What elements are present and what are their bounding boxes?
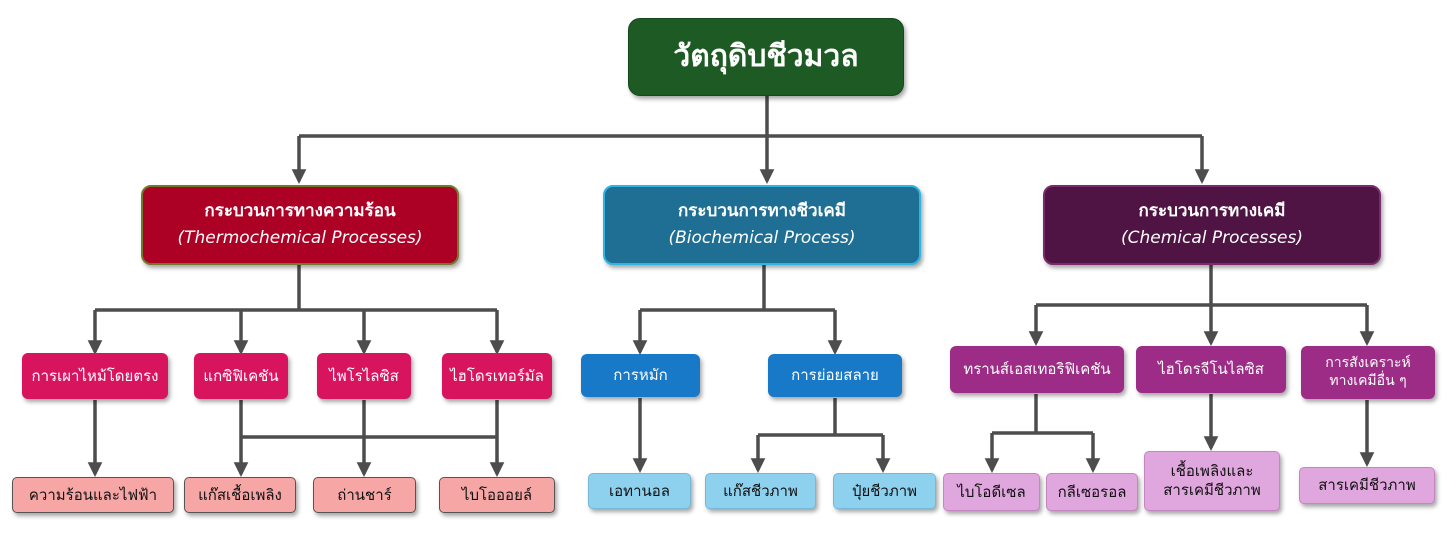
product-glycerol: กลีเซอรอล: [1046, 473, 1138, 511]
process-pyrolysis-label: ไพโรไลซิส: [329, 366, 399, 385]
process-direct-combustion: การเผาไหม้โดยตรง: [22, 353, 168, 399]
category-chemical: กระบวนการทางเคมี (Chemical Processes): [1043, 185, 1381, 265]
chem-subtitle: (Chemical Processes): [1120, 228, 1304, 248]
product-biofertilizer: ปุ๋ยชีวภาพ: [833, 473, 936, 509]
product-fuel-gas-label: แก๊สเชื้อเพลิง: [198, 485, 282, 504]
process-composting: การหมัก: [581, 354, 700, 397]
product-glycerol-label: กลีเซอรอล: [1057, 482, 1127, 501]
product-fuel-gas: แก๊สเชื้อเพลิง: [184, 477, 296, 513]
process-hydrogenolysis-label: ไฮโดรจีโนไลซิส: [1158, 360, 1264, 379]
bio-title: กระบวนการทางชีวเคมี: [677, 200, 846, 221]
product-heat-power-label: ความร้อนและไฟฟ้า: [28, 485, 158, 504]
product-ethanol-label: เอทานอล: [609, 481, 670, 500]
chem-title: กระบวนการทางเคมี: [1138, 200, 1286, 221]
product-biochemicals-label: สารเคมีชีวภาพ: [1318, 476, 1416, 495]
product-biogas: แก๊สชีวภาพ: [705, 473, 816, 509]
process-gasification: แกซิฟิเคชัน: [194, 353, 288, 399]
product-char-label: ถ่านชาร์: [337, 485, 392, 504]
product-biodiesel-label: ไบโอดีเซล: [957, 482, 1026, 501]
root-label: วัตถุดิบชีวมวล: [673, 39, 859, 75]
process-transesterification-label: ทรานส์เอสเทอริฟิเคชัน: [963, 360, 1111, 379]
category-biochemical: กระบวนการทางชีวเคมี (Biochemical Process…: [603, 185, 921, 265]
process-hydrogenolysis: ไฮโดรจีโนไลซิส: [1136, 346, 1286, 393]
thermo-title: กระบวนการทางความร้อน: [204, 200, 396, 221]
process-hydrothermal-label: ไฮโดรเทอร์มัล: [450, 366, 544, 385]
thermo-subtitle: (Thermochemical Processes): [177, 228, 423, 248]
product-biochemicals: สารเคมีชีวภาพ: [1299, 467, 1435, 504]
process-pyrolysis: ไพโรไลซิส: [317, 353, 411, 399]
process-digestion: การย่อยสลาย: [768, 354, 902, 397]
product-fuel-chemicals-line2: สารเคมีชีวภาพ: [1163, 481, 1261, 499]
process-other-synthesis: การสังเคราะห์ ทางเคมีอื่น ๆ: [1301, 346, 1435, 399]
process-other-synthesis-line2: ทางเคมีอื่น ๆ: [1329, 372, 1407, 389]
product-fuel-chemicals: เชื้อเพลิงและ สารเคมีชีวภาพ: [1144, 451, 1280, 511]
process-other-synthesis-line1: การสังเคราะห์: [1325, 355, 1411, 371]
process-composting-label: การหมัก: [613, 366, 668, 385]
product-bio-oil: ไบโอออยล์: [439, 477, 555, 513]
process-gasification-label: แกซิฟิเคชัน: [203, 366, 279, 385]
product-heat-power: ความร้อนและไฟฟ้า: [12, 477, 174, 513]
product-bio-oil-label: ไบโอออยล์: [461, 485, 533, 504]
process-transesterification: ทรานส์เอสเทอริฟิเคชัน: [950, 346, 1124, 393]
root-node: วัตถุดิบชีวมวล: [628, 18, 904, 96]
product-biofertilizer-label: ปุ๋ยชีวภาพ: [851, 481, 918, 500]
process-digestion-label: การย่อยสลาย: [791, 366, 879, 385]
process-direct-combustion-label: การเผาไหม้โดยตรง: [31, 366, 159, 385]
product-biogas-label: แก๊สชีวภาพ: [723, 481, 798, 500]
product-ethanol: เอทานอล: [588, 473, 691, 509]
bio-subtitle: (Biochemical Process): [668, 228, 856, 248]
product-char: ถ่านชาร์: [313, 477, 416, 513]
category-thermochemical: กระบวนการทางความร้อน (Thermochemical Pro…: [141, 185, 459, 265]
process-hydrothermal: ไฮโดรเทอร์มัล: [442, 353, 552, 399]
product-fuel-chemicals-line1: เชื้อเพลิงและ: [1170, 462, 1254, 481]
product-biodiesel: ไบโอดีเซล: [943, 473, 1040, 511]
